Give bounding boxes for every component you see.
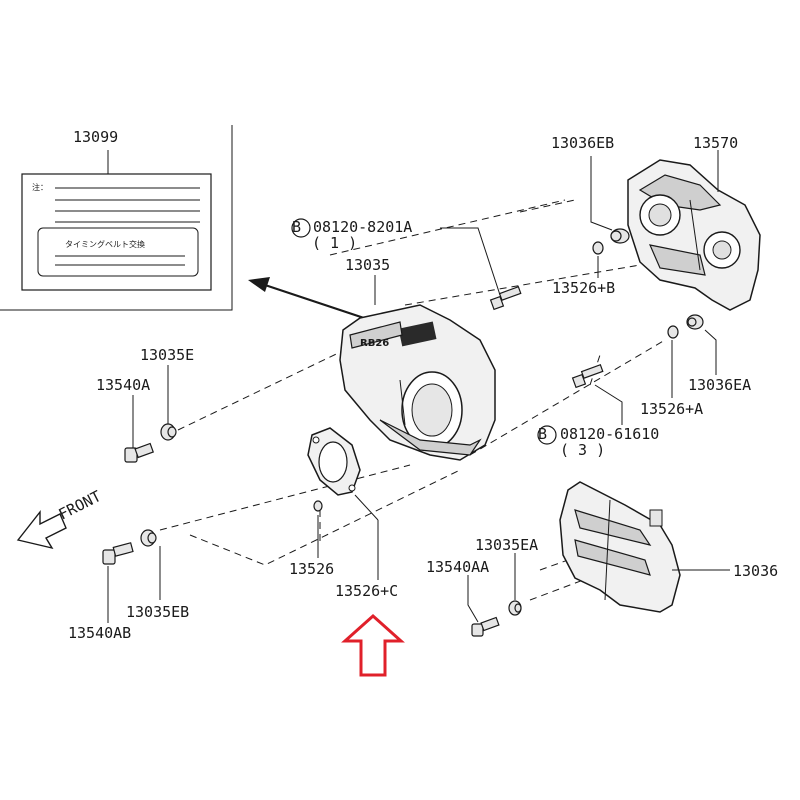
part-label-13540AA[interactable]: 13540AA — [426, 558, 489, 576]
part-label-13540AB[interactable]: 13540AB — [68, 624, 131, 642]
part-label-13036EB[interactable]: 13036EB — [551, 134, 614, 152]
part-label-08120-8201A[interactable]: 08120-8201A — [313, 218, 412, 236]
bolt-13540AA — [471, 616, 500, 637]
grommet-13035E — [160, 423, 177, 441]
part-label-13035[interactable]: 13035 — [345, 256, 390, 274]
part-label-13035EA[interactable]: 13035EA — [475, 536, 538, 554]
label-note-prefix: 注： — [32, 182, 48, 192]
label-inner-text: タイミングベルト交換 — [65, 239, 145, 249]
front-direction-indicator: FRONT — [16, 487, 104, 550]
label-sheet-panel: 13099 注： タイミングベルト交換 — [0, 125, 233, 311]
part-label-13036[interactable]: 13036 — [733, 562, 778, 580]
bolt-08120-61610 — [571, 363, 604, 389]
bolt-qty-2: ( 3 ) — [560, 441, 605, 459]
highlight-arrow — [341, 613, 405, 677]
rear-timing-cover-13570[interactable] — [627, 159, 761, 311]
part-label-13526C[interactable]: 13526+C — [335, 582, 398, 600]
collar-13526A — [667, 325, 679, 339]
label-inner-frame — [37, 227, 199, 277]
bolt-circle-letter-2: B — [538, 425, 547, 443]
part-label-08120-61610[interactable]: 08120-61610 — [560, 425, 659, 443]
part-label-13570[interactable]: 13570 — [693, 134, 738, 152]
bolt-13540A — [124, 442, 154, 463]
front-label: FRONT — [56, 487, 104, 524]
collar-13526B — [592, 241, 604, 255]
grommet-13035EB — [140, 529, 157, 547]
part-label-13099[interactable]: 13099 — [73, 128, 118, 146]
part-label-13526B[interactable]: 13526+B — [552, 279, 615, 297]
part-label-13035EB[interactable]: 13035EB — [126, 603, 189, 621]
grommet-13035EA — [508, 600, 522, 616]
front-timing-cover-13035[interactable]: RB26 — [339, 304, 496, 461]
part-label-13526A[interactable]: 13526+A — [640, 400, 703, 418]
part-label-13540A[interactable]: 13540A — [96, 376, 150, 394]
cover-emblem: RB26 — [360, 338, 389, 349]
grommet-13036EB — [610, 228, 630, 244]
bolt-circle-letter-1: B — [292, 218, 301, 236]
grommet-13036EA — [686, 314, 704, 330]
bolt-qty-1: ( 1 ) — [312, 234, 357, 252]
part-label-13526[interactable]: 13526 — [289, 560, 334, 578]
collar-13526 — [313, 500, 323, 512]
bolt-08120-8201A — [489, 285, 522, 311]
lower-timing-cover-13036[interactable] — [559, 481, 681, 613]
seal-plate-13526C[interactable] — [307, 427, 361, 496]
bolt-13540AB — [102, 542, 134, 565]
part-label-13036EA[interactable]: 13036EA — [688, 376, 751, 394]
part-label-13035E[interactable]: 13035E — [140, 346, 194, 364]
caution-label-sheet — [21, 173, 212, 291]
